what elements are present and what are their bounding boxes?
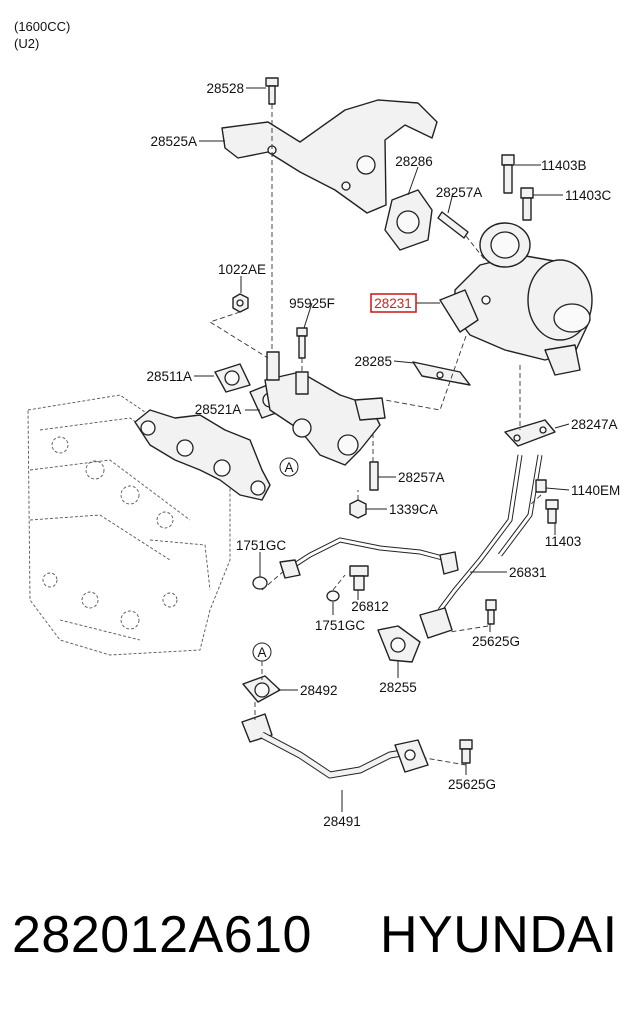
callout-28492: 28492 (300, 683, 338, 698)
bolt-11403[interactable] (545, 499, 559, 524)
marker-a-circle-1 (279, 457, 299, 477)
callout-25625g-top: 25625G (472, 634, 520, 649)
engine-code-label: (U2) (14, 36, 40, 51)
callout-95925f: 95925F (289, 296, 335, 311)
callout-11403: 11403 (545, 534, 582, 549)
leader-lines (194, 87, 570, 812)
brand-name: HYUNDAI (380, 906, 618, 964)
callout-28231: 28231 (374, 296, 412, 311)
callout-28528: 28528 (206, 81, 244, 96)
marker-a-1: A (284, 460, 293, 475)
bolt-11403b[interactable] (501, 154, 515, 194)
nut-1022ae[interactable] (232, 293, 249, 313)
callout-28247a: 28247A (571, 417, 618, 432)
highlight-box (370, 293, 417, 313)
callout-25625g-bottom: 25625G (448, 777, 496, 792)
washer-1751gc-mid[interactable] (326, 590, 340, 602)
parts-diagram: A A (27, 77, 620, 829)
stud-95925f[interactable] (296, 327, 308, 359)
pipe-28491[interactable] (241, 713, 429, 779)
stud-28257a-top[interactable] (437, 211, 469, 239)
gasket-28286[interactable] (384, 189, 433, 251)
callout-28511a: 28511A (146, 369, 192, 384)
callout-28286: 28286 (395, 154, 433, 169)
callout-28521a: 28521A (195, 402, 242, 417)
callout-28285: 28285 (354, 354, 392, 369)
nut-1339ca[interactable] (349, 499, 367, 519)
bolt-26812[interactable] (349, 565, 369, 591)
callout-28257a-mid: 28257A (398, 470, 445, 485)
stud-28257a-mid[interactable] (369, 461, 379, 491)
callout-1140em: 1140EM (571, 483, 620, 498)
callout-1022ae: 1022AE (218, 262, 266, 277)
bolt-11403c[interactable] (520, 187, 534, 221)
callout-28525a: 28525A (150, 134, 197, 149)
turbocharger-assembly[interactable] (439, 222, 593, 376)
callout-11403c: 11403C (565, 188, 612, 203)
bolt-25625g-top[interactable] (485, 599, 497, 625)
oil-feed-pipe[interactable] (419, 419, 556, 639)
gasket-28285[interactable] (412, 361, 471, 386)
callout-28255: 28255 (379, 680, 417, 695)
callout-26831: 26831 (509, 565, 547, 580)
marker-a-2: A (257, 645, 266, 660)
bolt-25625g-bottom[interactable] (459, 739, 473, 764)
oil-return-line[interactable] (279, 537, 459, 579)
callout-1751gc-left: 1751GC (236, 538, 287, 553)
gasket-28492[interactable] (242, 675, 281, 703)
gasket-28255[interactable] (377, 625, 421, 663)
engine-spec-label: (1600CC) (14, 19, 71, 34)
callout-11403b: 11403B (541, 158, 587, 173)
callout-1751gc-mid: 1751GC (315, 618, 366, 633)
assembly-dash-lines (208, 104, 542, 766)
callout-28491: 28491 (323, 814, 361, 829)
bolt-1140em[interactable] (535, 479, 547, 493)
part-number: 282012A610 (12, 906, 312, 964)
exhaust-manifold-28521a[interactable] (134, 351, 386, 501)
callout-26812: 26812 (351, 599, 389, 614)
callout-1339ca: 1339CA (389, 502, 438, 517)
bolt-28528[interactable] (265, 77, 279, 105)
callout-28257a-top: 28257A (436, 185, 483, 200)
